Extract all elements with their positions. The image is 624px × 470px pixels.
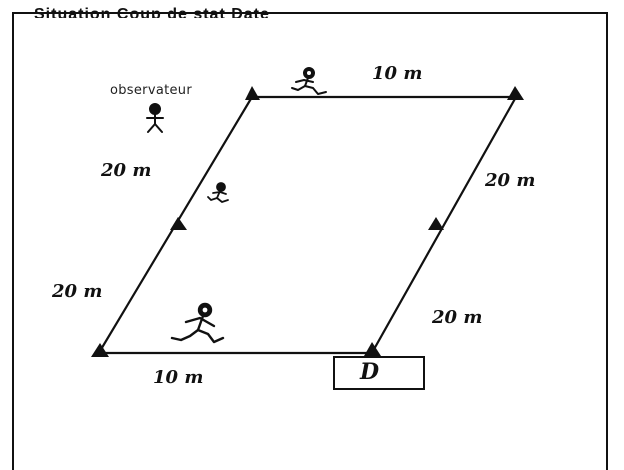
distance-left-upper-label: 20 m bbox=[101, 160, 152, 181]
distance-bottom-label: 10 m bbox=[153, 367, 204, 388]
course-edge-right bbox=[371, 95, 518, 353]
observer-label: observateur bbox=[110, 83, 192, 98]
distance-left-lower-label: 20 m bbox=[52, 281, 103, 302]
distance-top-label: 10 m bbox=[372, 63, 423, 84]
cone-icon bbox=[364, 342, 381, 356]
header-fragment: Situation Coup de stat Date bbox=[34, 6, 270, 18]
runner-icon bbox=[207, 182, 229, 203]
cone-icon bbox=[170, 217, 187, 230]
cone-icon bbox=[507, 86, 524, 100]
cone-icon bbox=[91, 343, 109, 357]
cone-icon bbox=[428, 217, 444, 230]
distance-right-upper-label: 20 m bbox=[485, 170, 536, 191]
depart-box bbox=[333, 356, 425, 390]
diagram-frame: Situation Coup de stat Date bbox=[12, 6, 608, 470]
runner-icon bbox=[291, 67, 327, 95]
observer-figure-icon bbox=[146, 103, 164, 133]
runner-icon bbox=[170, 302, 225, 344]
cone-icon bbox=[245, 86, 260, 100]
depart-letter: D bbox=[360, 359, 380, 385]
distance-right-lower-label: 20 m bbox=[432, 307, 483, 328]
